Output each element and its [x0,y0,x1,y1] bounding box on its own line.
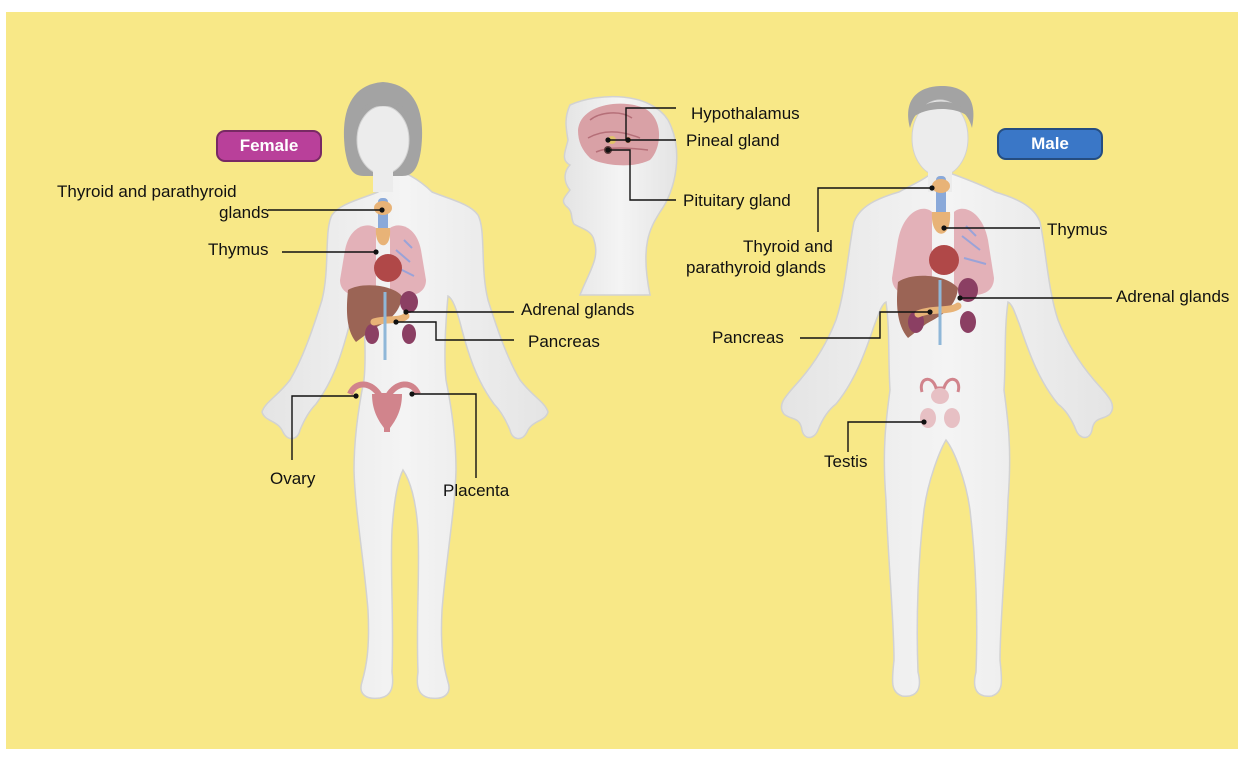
label-pituitary-gland: Pituitary gland [683,191,791,211]
label-female-pancreas: Pancreas [528,332,600,352]
label-testis: Testis [824,452,867,472]
male-badge: Male [997,128,1103,160]
label-male-thyroid-line1: Thyroid and [743,237,833,257]
label-pineal-gland: Pineal gland [686,131,780,151]
label-male-thyroid-line2: parathyroid glands [686,258,826,278]
label-female-thymus: Thymus [208,240,268,260]
female-badge: Female [216,130,322,162]
label-female-adrenal-glands: Adrenal glands [521,300,634,320]
label-female-thyroid-line2: glands [219,203,269,223]
label-male-pancreas: Pancreas [712,328,784,348]
label-placenta: Placenta [443,481,509,501]
label-ovary: Ovary [270,469,315,489]
label-hypothalamus: Hypothalamus [691,104,800,124]
label-male-thymus: Thymus [1047,220,1107,240]
label-female-thyroid-line1: Thyroid and parathyroid [57,182,237,202]
label-male-adrenal-glands: Adrenal glands [1116,287,1229,307]
